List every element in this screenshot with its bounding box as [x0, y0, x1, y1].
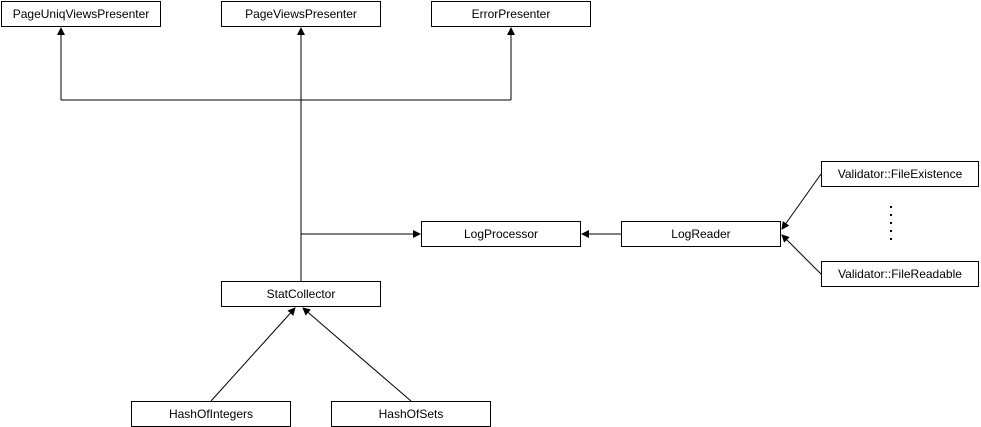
node-hash-of-integers[interactable]: HashOfIntegers: [131, 401, 291, 427]
node-validator-file-readable[interactable]: Validator::FileReadable: [821, 261, 979, 287]
node-validator-file-existence[interactable]: Validator::FileExistence: [821, 161, 979, 187]
node-page-uniq-views-presenter[interactable]: PageUniqViewsPresenter: [1, 1, 161, 27]
node-page-views-presenter[interactable]: PageViewsPresenter: [221, 1, 381, 27]
node-error-presenter[interactable]: ErrorPresenter: [431, 1, 591, 27]
node-log-reader[interactable]: LogReader: [621, 221, 781, 247]
node-stat-collector[interactable]: StatCollector: [221, 281, 381, 307]
edge-file-readable-to-log-reader: [781, 234, 822, 275]
edge-file-existence-to-log-reader: [781, 173, 822, 230]
node-hash-of-sets[interactable]: HashOfSets: [331, 401, 491, 427]
edge-hash-of-sets-to-stat: [302, 307, 412, 402]
edge-hash-of-integers-to-stat: [210, 307, 296, 402]
node-log-processor[interactable]: LogProcessor: [421, 221, 581, 247]
